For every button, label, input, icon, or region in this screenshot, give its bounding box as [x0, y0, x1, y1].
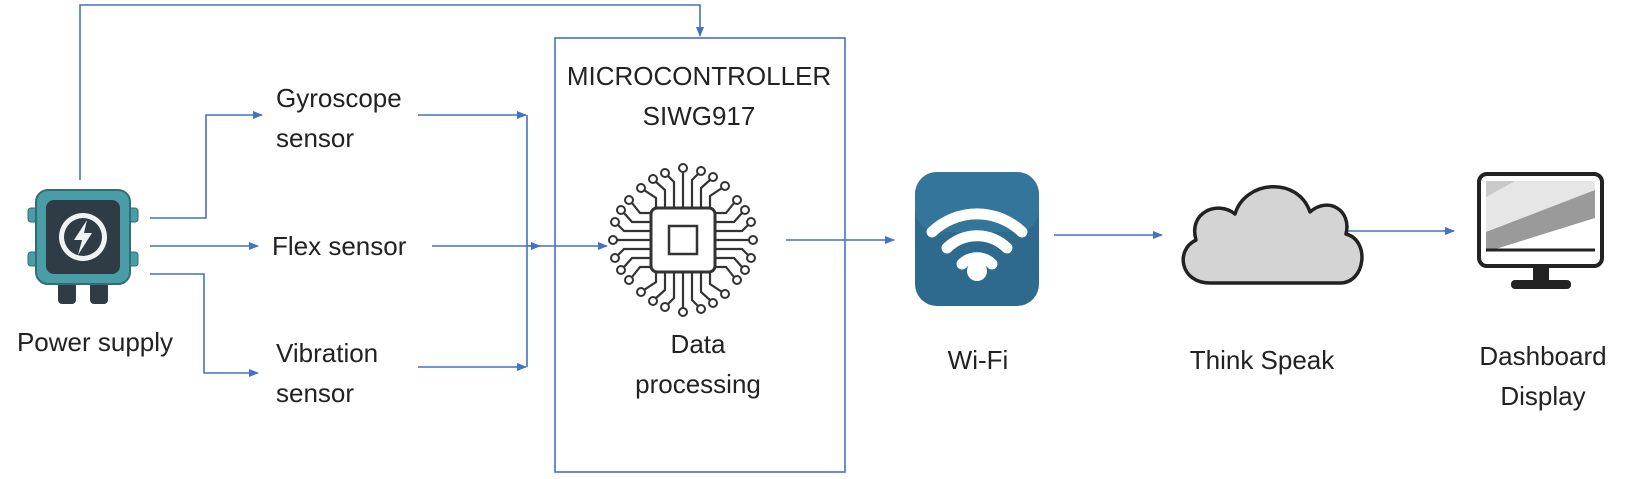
data-processing-label: Data processing: [635, 324, 761, 404]
gyroscope-label-line2: sensor: [276, 123, 355, 153]
dashboard-label-line1: Dashboard: [1479, 341, 1607, 371]
data-processing-line1: Data: [670, 329, 726, 359]
power-supply-icon: [27, 189, 139, 304]
gyroscope-label-line1: Gyroscope: [276, 83, 402, 113]
monitor-icon: [1477, 172, 1604, 289]
power-supply-label: Power supply: [16, 327, 174, 357]
flex-sensor-label: Flex sensor: [272, 231, 407, 261]
cloud-icon: [1181, 185, 1364, 285]
microcontroller-box: [554, 37, 846, 473]
connector-power-to-vibration: [150, 273, 259, 377]
microcontroller-title-line2: SIWG917: [642, 101, 756, 131]
connector-power-to-gyroscope: [150, 111, 263, 219]
dashboard-label-line2: Display: [1500, 381, 1586, 411]
dashboard-label: Dashboard Display: [1479, 336, 1606, 416]
vibration-label-line2: sensor: [276, 378, 355, 408]
gyroscope-label: Gyroscope sensor: [276, 78, 402, 158]
chip-icon-ends: [608, 163, 758, 317]
connector-power-to-mcu: [79, 4, 704, 180]
chip-icon: [617, 172, 749, 308]
chip-core: [667, 224, 699, 256]
wifi-label: Wi-Fi: [947, 345, 1009, 375]
microcontroller-title-line1: MICROCONTROLLER: [566, 61, 832, 91]
data-processing-line2: processing: [635, 369, 761, 399]
thingspeak-label: Think Speak: [1189, 345, 1335, 375]
microcontroller-title: MICROCONTROLLER SIWG917: [567, 56, 831, 136]
wifi-icon: [915, 172, 1039, 306]
vibration-label: Vibration sensor: [276, 333, 378, 413]
vibration-label-line1: Vibration: [276, 338, 379, 368]
